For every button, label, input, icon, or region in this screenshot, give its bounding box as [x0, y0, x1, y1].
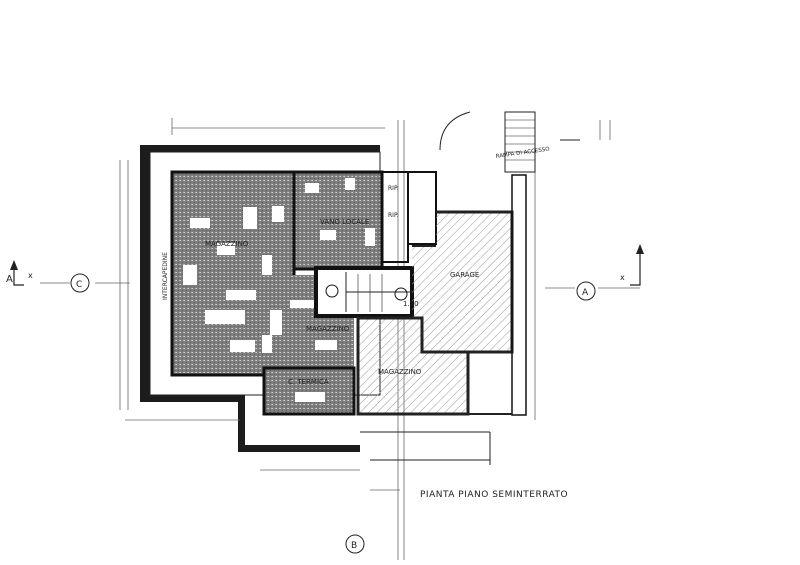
right-x-label: x — [620, 273, 625, 282]
ramp-stairs — [439, 111, 580, 173]
label-rip-1: RIP. — [388, 185, 399, 192]
label-c-termica: C. TERMICA — [288, 378, 329, 386]
label-garage: GARAGE — [450, 271, 479, 279]
room-c-termica — [262, 366, 356, 416]
label-height-mark: 1.30 — [403, 300, 419, 308]
room-garage — [412, 210, 514, 354]
marker-b-label: B — [351, 541, 357, 551]
room-rip — [381, 171, 437, 263]
dimension-lines — [125, 419, 400, 491]
label-intercapedine: INTERCAPEDINE — [162, 252, 169, 300]
drawing-title: PIANTA PIANO SEMINTERRATO — [420, 490, 568, 500]
marker-a-label: A — [582, 288, 589, 298]
section-marker-c: C — [70, 273, 90, 293]
left-section-label: A — [6, 274, 13, 285]
label-rip-2: RIP. — [388, 212, 399, 219]
section-marker-b: B — [345, 534, 365, 554]
stair-core — [314, 266, 414, 318]
section-marker-a: A — [576, 281, 596, 301]
room-magazzino-right — [356, 316, 470, 416]
label-vano-locale: VANO LOCALE — [320, 218, 369, 226]
section-arrow-right: x — [620, 244, 644, 286]
label-rampa: RAMPA DI ACCESSO — [495, 146, 550, 160]
label-magazzino-right: MAGAZZINO — [378, 368, 422, 376]
section-arrow-left: A x — [6, 260, 33, 286]
label-magazzino-center: MAGAZZINO — [306, 325, 350, 333]
right-facade — [360, 174, 527, 465]
room-magazzino-left — [170, 170, 296, 377]
label-magazzino-left: MAGAZZINO — [205, 240, 249, 248]
left-x-label: x — [28, 271, 33, 280]
axis-lines — [40, 118, 640, 560]
marker-c-label: C — [76, 280, 82, 290]
